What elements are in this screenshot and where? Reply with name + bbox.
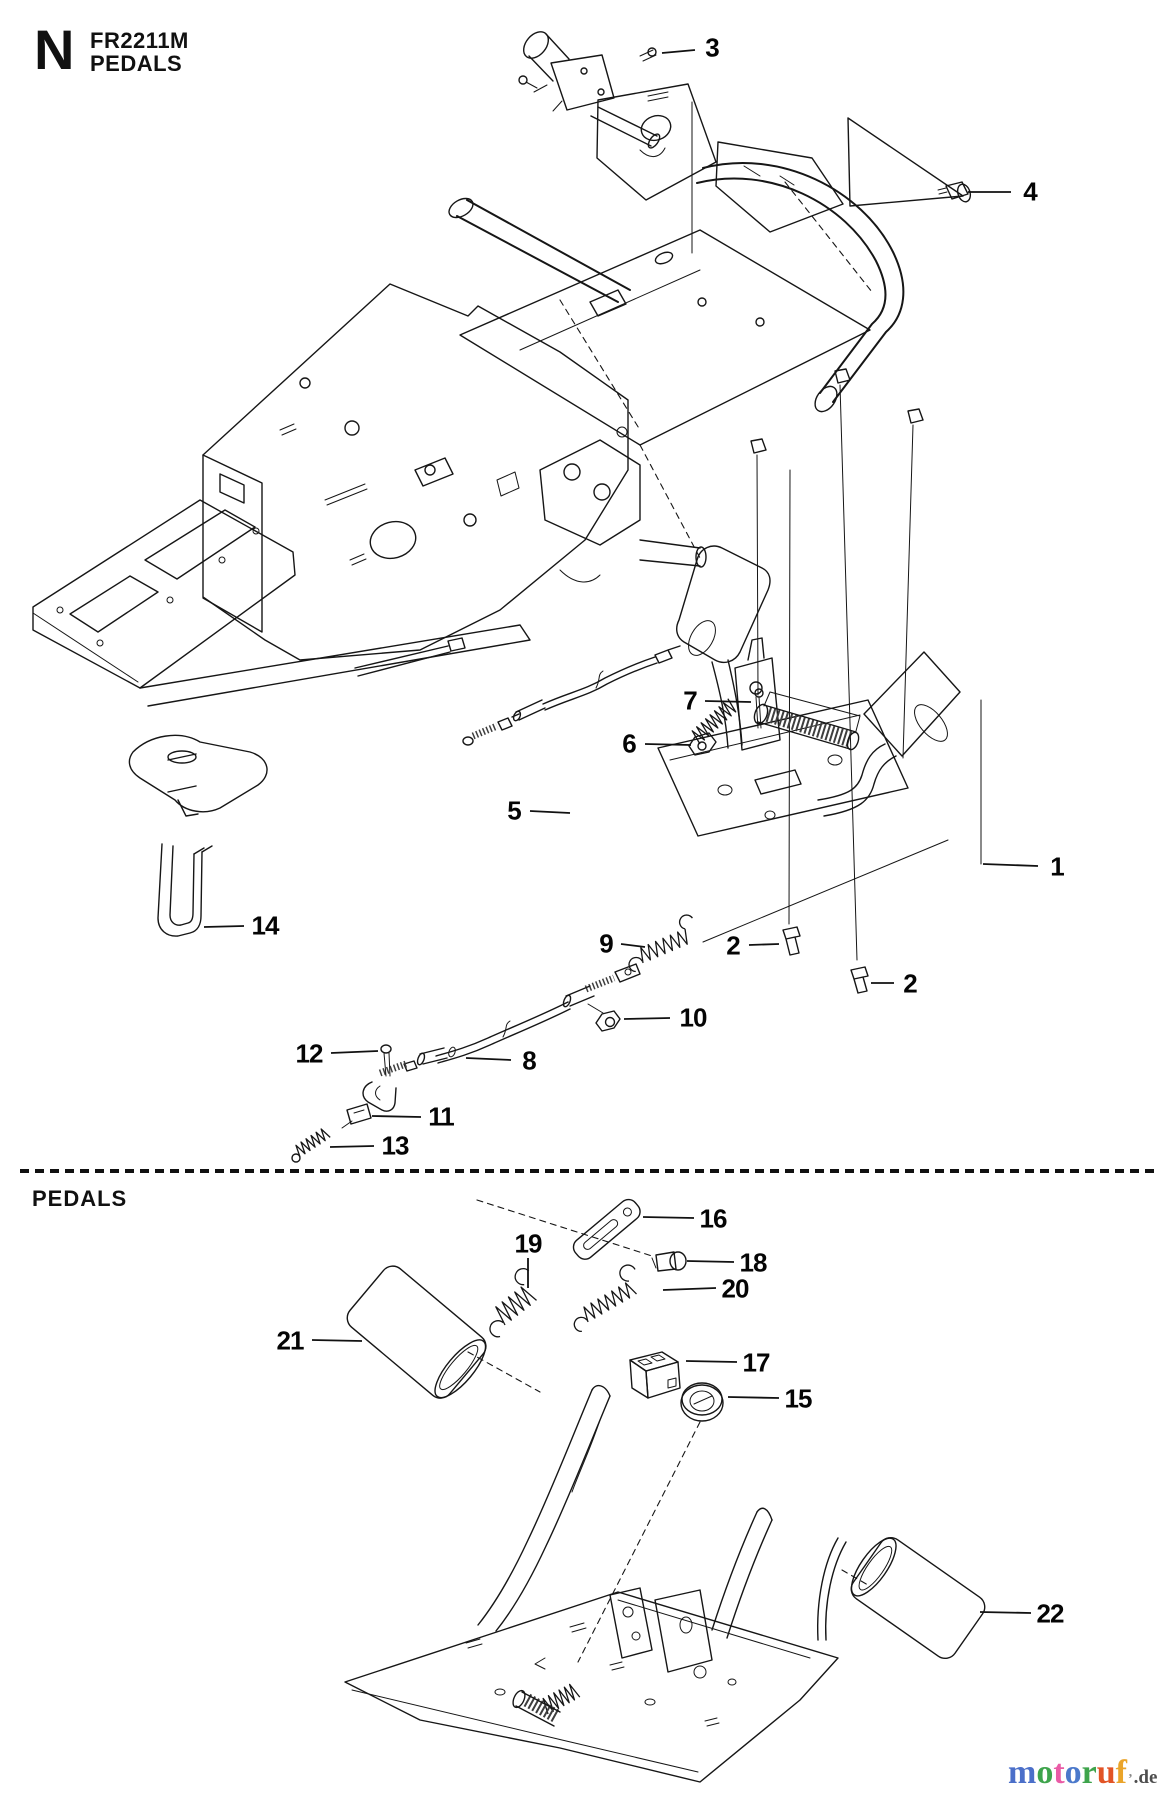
pedal-pad-21 [342,1261,540,1406]
leader-line-8 [466,1058,511,1060]
callout-leader-lines [204,50,1038,1613]
handlebar-tubes [446,84,963,416]
logo-letter: o [1064,1754,1082,1791]
callout-label-21: 21 [276,1325,305,1356]
logo-letter: u [1096,1754,1116,1791]
bolt-18 [652,1252,686,1271]
callout-label-12: 12 [295,1038,324,1069]
callout-label-2: 2 [903,968,918,999]
grommet-15 [578,1383,723,1662]
brake-cable-lower [292,913,703,1162]
callout-label-10: 10 [679,1002,708,1033]
brake-valve-part [519,27,692,253]
spring-19 [471,1265,550,1339]
logo-trademark: ’ [1128,1772,1133,1787]
leader-line-5 [530,811,570,813]
pedal-assembly-bottom [345,1386,838,1782]
leader-line-10 [624,1018,670,1019]
callout-label-11: 11 [428,1101,454,1132]
leader-line-17 [686,1361,737,1362]
callout-label-4: 4 [1023,176,1038,207]
callout-label-22: 22 [1036,1598,1065,1629]
leader-line-14 [204,926,244,927]
model-number: FR2211M [90,28,189,53]
callout-label-6: 6 [622,728,637,759]
leader-line-2 [749,944,779,945]
leader-line-9 [621,944,645,947]
callout-label-16: 16 [699,1203,728,1234]
switch-block-17 [630,1352,680,1398]
callout-label-19: 19 [514,1228,543,1259]
callout-label-9: 9 [599,928,614,959]
leader-line-6 [645,744,691,745]
callout-label-3: 3 [705,32,720,63]
logo-letter: r [1081,1754,1097,1791]
alignment-lines [533,1252,868,1668]
fastener-parts [689,689,868,993]
callout-label-2: 2 [726,930,741,961]
motoruf-logo: motoruf’.de [1008,1756,1173,1790]
callout-label-8: 8 [522,1045,537,1076]
callout-label-5: 5 [507,795,522,826]
callout-label-20: 20 [721,1273,750,1304]
leader-line-16 [643,1217,694,1218]
callout-label-14: 14 [251,910,280,941]
callout-label-7: 7 [683,685,698,716]
pedal-assembly [658,546,960,942]
logo-letter: o [1036,1754,1054,1791]
leader-line-20 [663,1288,716,1290]
diagram-header: FR2211M PEDALS [90,29,189,75]
callout-label-13: 13 [381,1130,410,1161]
logo-domain-suffix: .de [1133,1767,1158,1788]
callout-label-1: 1 [1050,851,1065,882]
callout-label-18: 18 [739,1247,768,1278]
leader-line-18 [687,1261,734,1262]
leader-line-13 [330,1146,374,1147]
brake-cable-upper [463,646,680,745]
chassis-frame [33,284,706,936]
section-letter: N [34,18,75,81]
logo-wordmark: motoruf [1008,1756,1127,1790]
logo-letter: m [1008,1754,1037,1791]
page-title: PEDALS [90,51,183,76]
bolt-4 [938,182,972,203]
logo-letter: t [1053,1754,1065,1791]
leader-line-15 [728,1397,779,1398]
spring-20 [561,1262,649,1333]
logo-letter: f [1115,1754,1127,1791]
leader-line-22 [980,1612,1031,1613]
leader-line-12 [331,1051,378,1053]
leader-line-3 [662,50,695,53]
leader-line-7 [705,701,751,702]
upper-deck-plate [460,182,981,960]
section2-title: PEDALS [32,1186,128,1211]
callout-label-15: 15 [784,1383,813,1414]
callout-label-17: 17 [742,1347,771,1378]
leader-line-21 [312,1340,362,1341]
bracket-plate-16 [477,1196,652,1263]
pedal-pad-22 [818,1530,990,1663]
leader-line-1 [983,864,1038,866]
leader-line-11 [372,1116,421,1117]
